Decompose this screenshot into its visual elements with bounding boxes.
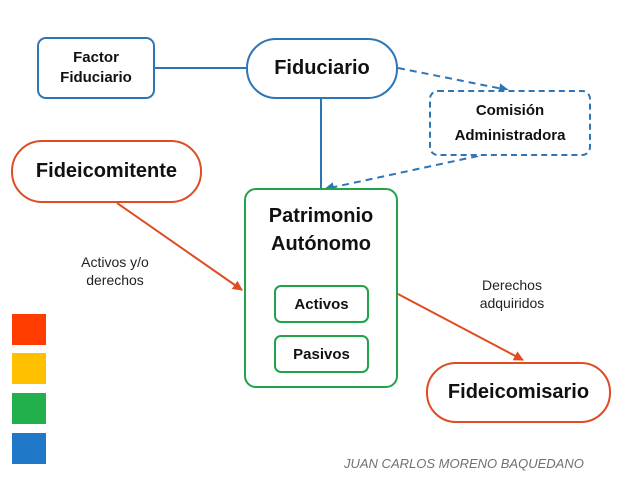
color-swatch-green xyxy=(12,393,46,424)
activos-label: Activos xyxy=(294,295,349,313)
pasivos-label: Pasivos xyxy=(293,345,350,363)
patrimonio-autonomo-label: Patrimonio Autónomo xyxy=(268,205,374,255)
factor-fiduciario-node: Factor Fiduciario xyxy=(37,37,155,99)
color-swatch-red xyxy=(12,314,46,345)
fiduciario-node: Fiduciario xyxy=(246,38,398,99)
comision-administradora-node: Comisión Administradora xyxy=(429,90,591,156)
activos-node: Activos xyxy=(274,285,369,323)
edge-patrimonio-to-fideicomisario xyxy=(397,293,524,361)
pasivos-node: Pasivos xyxy=(274,335,369,373)
fideicomitente-node: Fideicomitente xyxy=(11,140,202,203)
fideicomitente-label: Fideicomitente xyxy=(35,160,178,182)
author-footer: JUAN CARLOS MORENO BAQUEDANO xyxy=(344,456,584,471)
edge-comision-to-patrimonio xyxy=(324,155,479,192)
edge-fiduciario-to-comision xyxy=(397,67,509,94)
color-swatch-yellow xyxy=(12,353,46,384)
edge-fideicomitente-to-patrimonio xyxy=(116,202,243,291)
fiduciario-label: Fiduciario xyxy=(274,57,370,79)
factor-fiduciario-label: Factor Fiduciario xyxy=(60,49,132,86)
fideicomisario-label: Fideicomisario xyxy=(447,381,590,403)
fideicomisario-node: Fideicomisario xyxy=(426,362,611,423)
edge-label-activos-derechos: Activos y/o derechos xyxy=(81,254,149,288)
edge-label-derechos-adquiridos: Derechos adquiridos xyxy=(479,277,545,311)
color-swatch-blue xyxy=(12,433,46,464)
comision-administradora-label: Comisión Administradora xyxy=(454,102,566,144)
